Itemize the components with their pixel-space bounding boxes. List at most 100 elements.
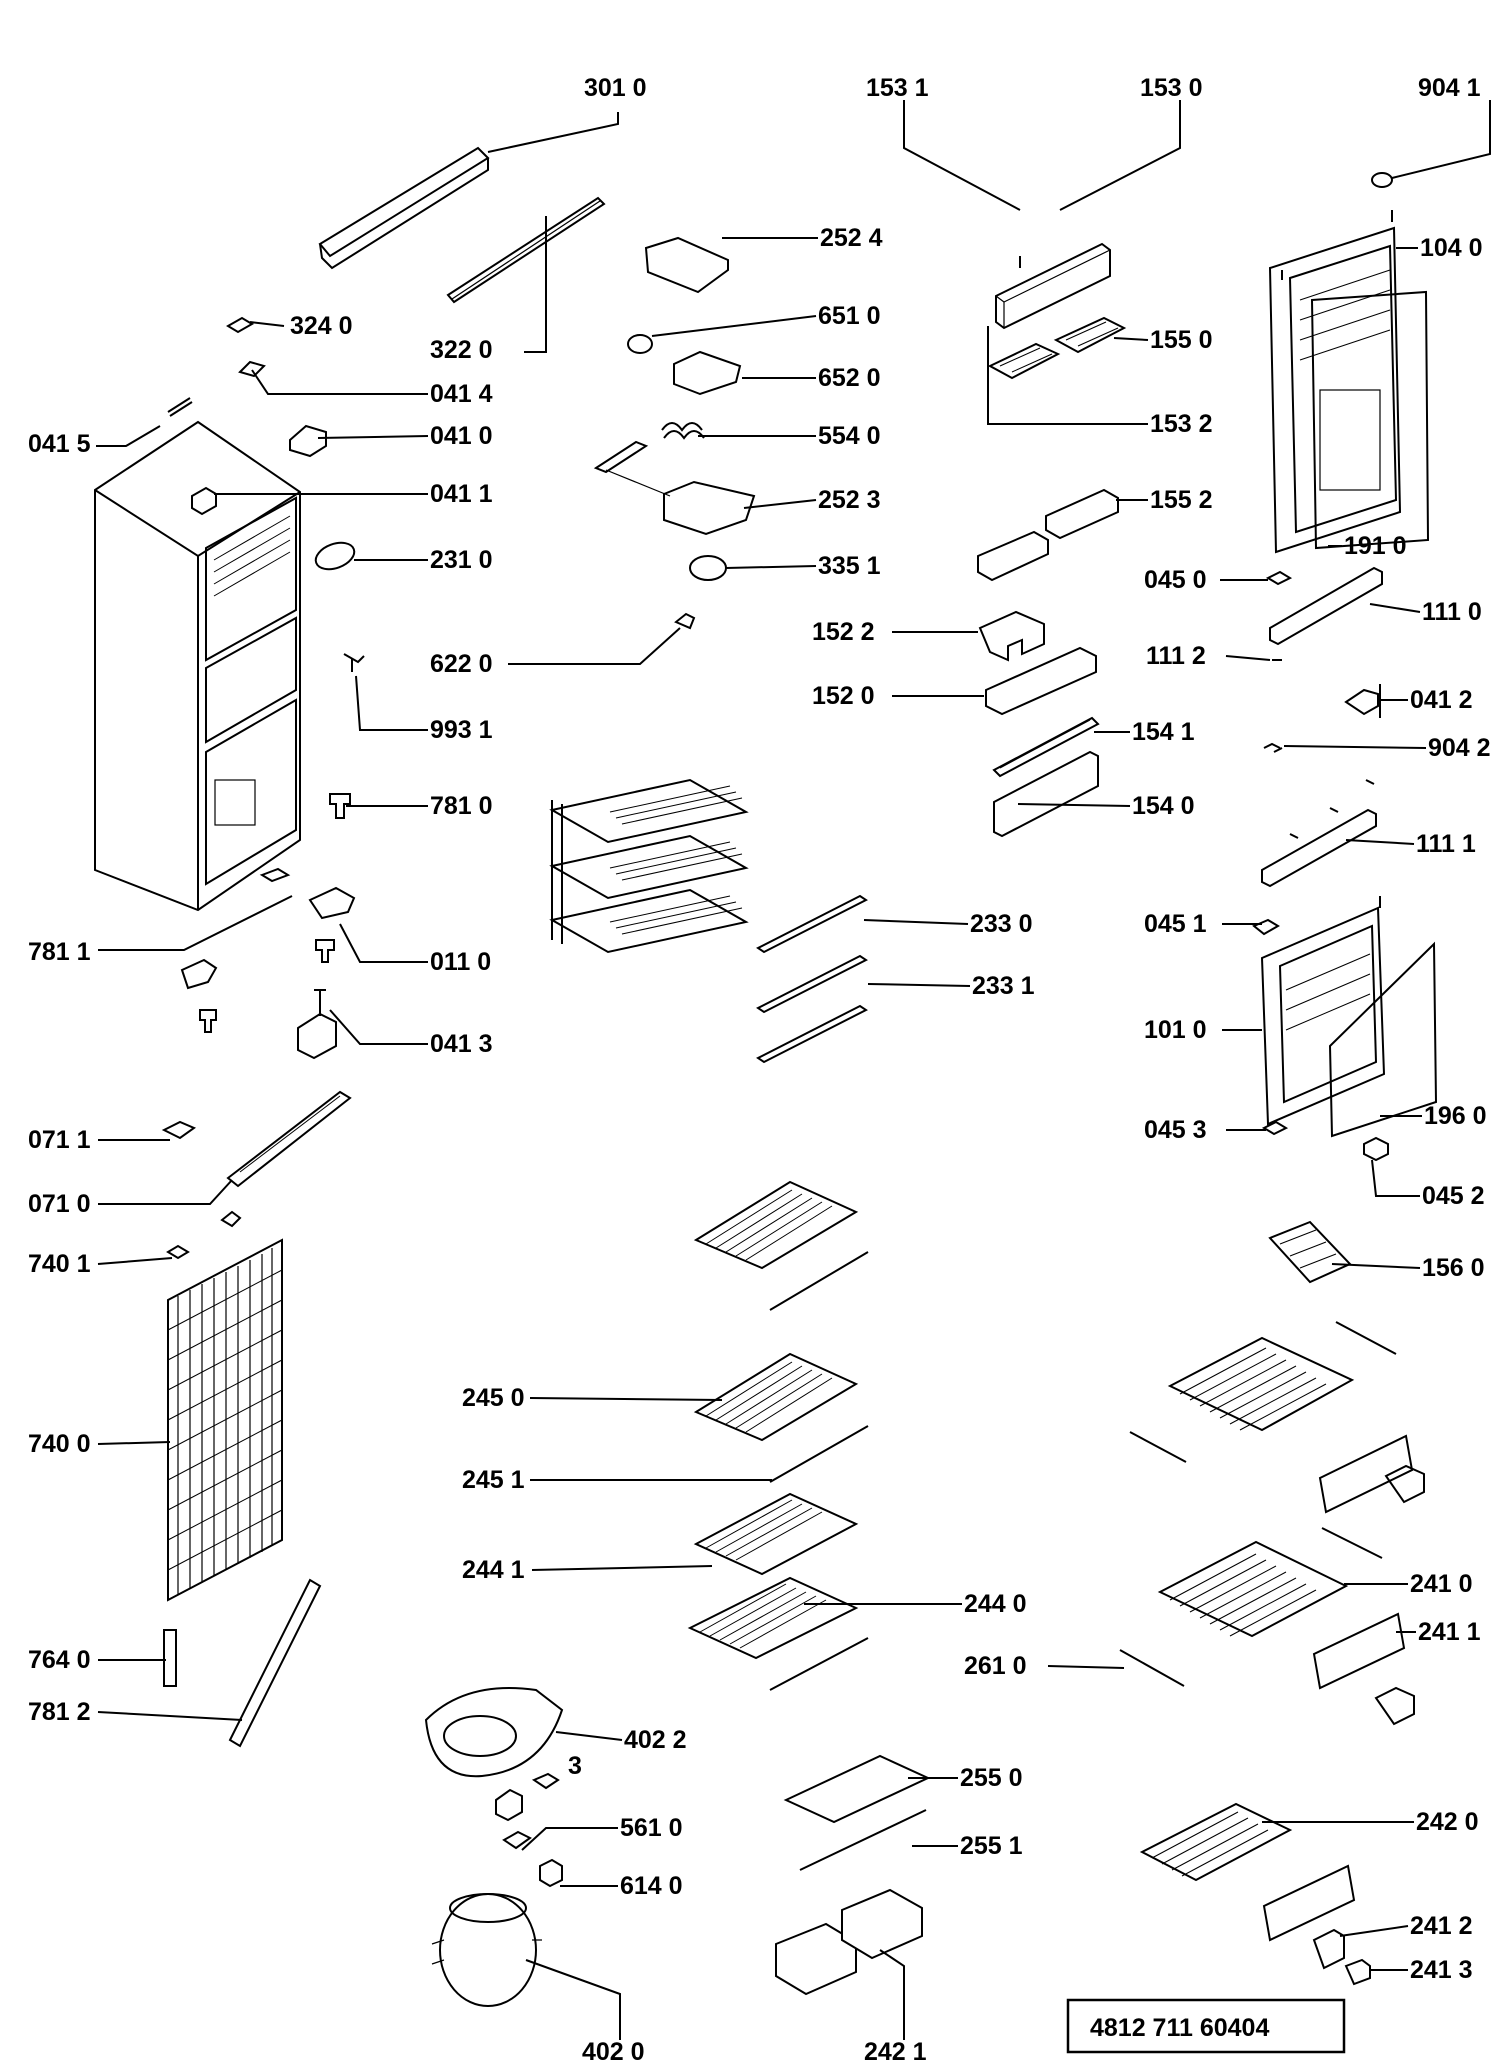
callout-781-2: 781 2 (28, 1698, 91, 1726)
part-011-0-hinge (308, 886, 356, 920)
part-233-1-trim-b (756, 1004, 868, 1064)
part-104-0-door (1268, 226, 1430, 554)
callout-111-2: 111 2 (1146, 642, 1206, 670)
callout-301-0: 301 0 (584, 74, 647, 102)
part-242-0-basket (1139, 1802, 1356, 1942)
part-compressor (431, 1893, 542, 2007)
reference-code: 4812 711 60404 (1090, 2014, 1269, 2042)
part-111-0-rail (1269, 566, 1383, 646)
callout-231-0: 231 0 (430, 546, 493, 574)
callout-041-5: 041 5 (28, 430, 91, 458)
callout-191-0: 191 0 (1344, 532, 1407, 560)
part-242-1-boxes (775, 1888, 923, 1996)
part-651-0-knob (627, 334, 653, 354)
callout-652-0: 652 0 (818, 364, 881, 392)
callout-241-1: 241 1 (1418, 1618, 1481, 1646)
callout-252-3: 252 3 (818, 486, 881, 514)
part-101-0-door (1260, 896, 1438, 1138)
callout-993-1: 993 1 (430, 716, 493, 744)
part-993-1-screw (343, 653, 365, 672)
callout-104-0: 104 0 (1420, 234, 1483, 262)
callout-244-0: 244 0 (964, 1590, 1027, 1618)
callout-155-2: 155 2 (1150, 486, 1213, 514)
part-252-4-cover (644, 236, 729, 294)
part-111-1-rail (1261, 808, 1377, 888)
part-904-2 (1263, 742, 1283, 753)
part-241-2-handle (1312, 1928, 1345, 1970)
stray-label: 3 (568, 1752, 582, 1780)
part-104-0-pin (1281, 210, 1393, 280)
part-155-2-box (1045, 488, 1119, 540)
reference-code-box: 4812 711 60404 (1066, 1998, 1346, 2054)
callout-111-0: 111 0 (1422, 598, 1482, 626)
callout-011-0: 011 0 (430, 948, 491, 976)
callout-041-4: 041 4 (430, 380, 493, 408)
part-152-2-bracket (978, 610, 1045, 662)
part-245-0-shelf (693, 1352, 859, 1442)
callout-740-1: 740 1 (28, 1250, 91, 1278)
callout-152-0: 152 0 (812, 682, 875, 710)
callout-041-2: 041 2 (1410, 686, 1473, 714)
callout-335-1: 335 1 (818, 552, 881, 580)
callout-622-0: 622 0 (430, 650, 493, 678)
callout-153-0: 153 0 (1140, 74, 1203, 102)
part-614-0 (539, 1858, 563, 1888)
part-071-0-bar (226, 1090, 352, 1188)
part-fridge-shelf-1 (693, 1180, 869, 1311)
part-241-0-basket (1157, 1527, 1383, 1638)
part-155-2-box-b (977, 530, 1049, 582)
part-041-3-bracket (297, 1012, 337, 1060)
part-041-5-pin (167, 397, 193, 417)
callout-242-1: 242 1 (864, 2038, 927, 2066)
part-904-1-cap (1371, 172, 1393, 188)
callout-045-0: 045 0 (1144, 566, 1207, 594)
callout-233-0: 233 0 (970, 910, 1033, 938)
callout-781-0: 781 0 (430, 792, 493, 820)
part-324-clip (226, 316, 254, 334)
callout-402-8: 402 0 (582, 2038, 645, 2066)
callout-241-2: 241 2 (1410, 1912, 1473, 1940)
part-255-1-trim (799, 1809, 927, 1871)
part-freezer-racks (549, 778, 749, 954)
part-781-1-foot (199, 1009, 217, 1033)
part-drawings (94, 146, 1438, 2007)
callout-244-1: 244 1 (462, 1556, 525, 1584)
callout-402-2: 402 2 (624, 1726, 687, 1754)
part-335-1-light (689, 555, 727, 581)
part-740-1-clip-b (220, 1210, 242, 1228)
callout-651-0: 651 0 (818, 302, 881, 330)
part-244-0-shelf (687, 1492, 869, 1691)
part-622-0 (674, 612, 696, 630)
callout-324-0: 324 0 (290, 312, 353, 340)
part-045-3 (1261, 1120, 1289, 1136)
callout-041-0: 041 0 (430, 422, 493, 450)
callout-153-2: 153 2 (1150, 410, 1213, 438)
callout-241-3: 241 3 (1410, 1956, 1473, 1984)
callout-155-0: 155 0 (1150, 326, 1213, 354)
callout-045-3: 045 3 (1144, 1116, 1207, 1144)
part-154-1-strip (992, 716, 1100, 778)
part-041-0-hinge (289, 424, 327, 458)
callout-153-1: 153 1 (866, 74, 929, 102)
part-255-0-glass (783, 1754, 931, 1824)
callout-245-0: 245 0 (462, 1384, 525, 1412)
part-154-0-front (993, 750, 1099, 838)
callout-045-2: 045 2 (1422, 1182, 1485, 1210)
callout-255-0: 255 0 (960, 1764, 1023, 1792)
part-245-1-trim (769, 1425, 869, 1483)
part-152-0-shelf (985, 646, 1097, 716)
callout-764-0: 764 0 (28, 1646, 91, 1674)
callout-152-2: 152 2 (812, 618, 875, 646)
part-231-0-plate (314, 541, 356, 571)
part-cabinet (94, 420, 301, 912)
part-041-2-hinge (1344, 688, 1379, 716)
callout-255-1: 255 1 (960, 1832, 1023, 1860)
part-156-0-ice-tray (1268, 1220, 1352, 1284)
callout-740-0: 740 0 (28, 1430, 91, 1458)
part-basket-1 (1129, 1321, 1425, 1514)
part-155-0-egg-tray (987, 316, 1127, 380)
part-153-0-shelf (995, 242, 1111, 330)
callout-101-0: 101 0 (1144, 1016, 1207, 1044)
callout-071-0: 071 0 (28, 1190, 91, 1218)
